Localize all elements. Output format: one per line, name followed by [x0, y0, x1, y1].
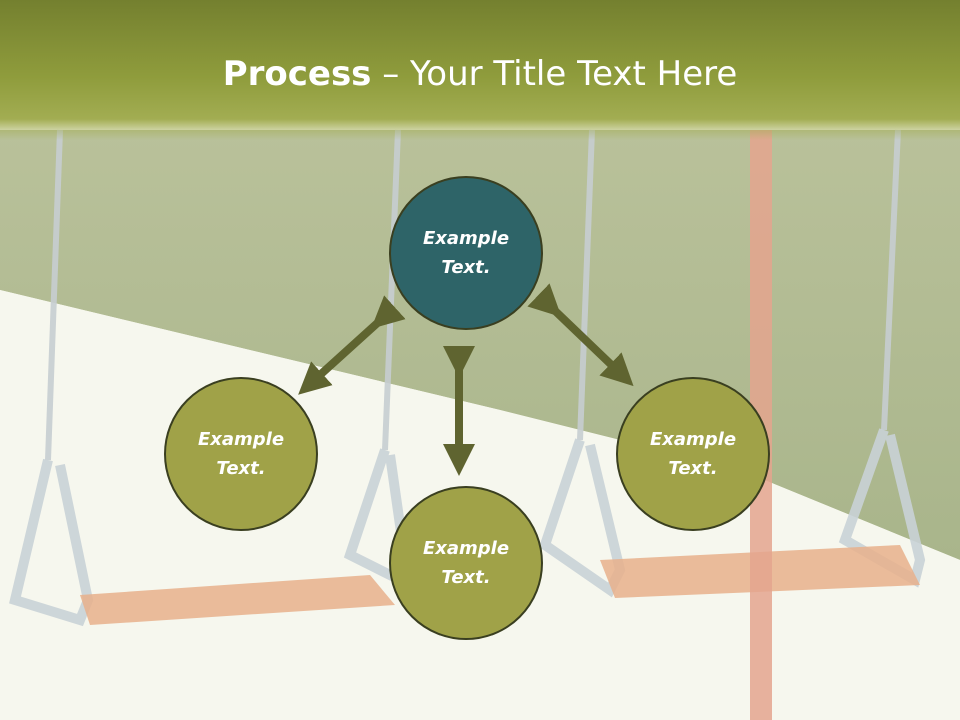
node-left-line2: Text.: [216, 458, 266, 479]
node-right-line1: Example: [649, 429, 737, 450]
title-bar: [0, 0, 960, 140]
node-bottom-line1: Example: [422, 538, 510, 559]
title-rest-text: – Your Title Text Here: [371, 54, 738, 94]
title-bold-text: Process: [222, 54, 372, 94]
slide-title: Process – Your Title Text Here: [0, 52, 960, 96]
arrow-top-left: [298, 295, 406, 395]
node-bottom-line2: Text.: [441, 567, 491, 588]
node-top-line1: Example: [422, 228, 510, 249]
node-right-line2: Text.: [668, 458, 718, 479]
node-top-line2: Text.: [441, 257, 491, 278]
node-left-line1: Example: [197, 429, 285, 450]
arrow-top-right: [527, 283, 634, 387]
